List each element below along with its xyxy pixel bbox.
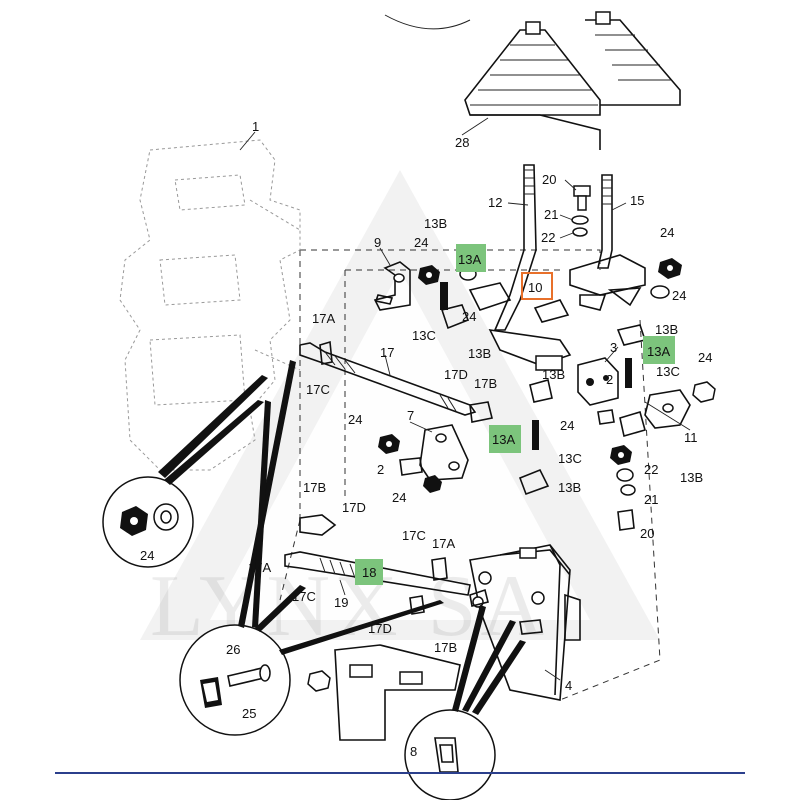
label-17Ba: 17B <box>474 376 497 391</box>
label-24d: 24 <box>462 309 476 324</box>
block-part-3 <box>577 357 619 406</box>
detail-circle-pin-clip <box>179 624 291 736</box>
label-13Ab: 13A <box>647 344 670 359</box>
label-24e: 24 <box>698 350 712 365</box>
label-24h: 24 <box>392 490 406 505</box>
bracket-part-11 <box>644 389 691 429</box>
label-13Ba: 13B <box>424 216 447 231</box>
label-17Cc: 17C <box>292 589 316 604</box>
label-21a: 21 <box>544 207 558 222</box>
clevis-part-17B <box>299 401 493 536</box>
label-17Cb: 17C <box>402 528 426 543</box>
highlight-markers <box>355 244 675 585</box>
label-17Dc: 17D <box>368 621 392 636</box>
callout-labels: 1 28 12 20 21 22 15 24 24 13B 24 9 13A 1… <box>140 119 712 759</box>
label-24b: 24 <box>672 288 686 303</box>
label-13Aa: 13A <box>458 252 481 267</box>
detail-circle-nut-washer <box>102 476 194 568</box>
label-17Ca: 17C <box>306 382 330 397</box>
label-24a: 24 <box>660 225 674 240</box>
label-15: 15 <box>630 193 644 208</box>
label-13Bd: 13B <box>655 322 678 337</box>
label-2b: 2 <box>377 462 384 477</box>
housing-ghost-outline <box>279 249 661 701</box>
label-17Ab: 17A <box>432 536 455 551</box>
label-8: 8 <box>410 744 417 759</box>
label-17Aa: 17A <box>312 311 335 326</box>
label-19: 19 <box>334 595 348 610</box>
mounting-plate-part-4 <box>469 544 581 701</box>
bracket-part-7 <box>419 424 469 481</box>
label-25: 25 <box>242 706 256 721</box>
label-13Ac: 13A <box>492 432 515 447</box>
label-4: 4 <box>565 678 572 693</box>
nuts-and-bushings <box>307 185 716 692</box>
shift-lever-part-15 <box>569 174 646 311</box>
label-7: 7 <box>407 408 414 423</box>
callout-leaders <box>239 117 691 681</box>
label-24f: 24 <box>560 418 574 433</box>
label-3: 3 <box>610 340 617 355</box>
label-13Be: 13B <box>680 470 703 485</box>
label-2a: 2 <box>606 372 613 387</box>
rubber-boot-part-28 <box>384 11 681 150</box>
label-13Cc: 13C <box>558 451 582 466</box>
bracket-part-9 <box>373 261 411 311</box>
label-17Ac: 17A <box>248 560 271 575</box>
label-12: 12 <box>488 195 502 210</box>
label-26: 26 <box>226 642 240 657</box>
label-10: 10 <box>528 280 542 295</box>
label-13Bc: 13B <box>542 367 565 382</box>
label-24i: 24 <box>140 548 154 563</box>
label-20b: 20 <box>640 526 654 541</box>
label-22b: 22 <box>644 462 658 477</box>
label-22a: 22 <box>541 230 555 245</box>
label-24c: 24 <box>414 235 428 250</box>
label-17Da: 17D <box>444 367 468 382</box>
label-9: 9 <box>374 235 381 250</box>
label-24g: 24 <box>348 412 362 427</box>
label-1: 1 <box>252 119 259 134</box>
label-21b: 21 <box>644 492 658 507</box>
label-17Bb: 17B <box>303 480 326 495</box>
label-20a: 20 <box>542 172 556 187</box>
label-17: 17 <box>380 345 394 360</box>
bottom-plate <box>334 644 461 741</box>
detail-circle-clip-8 <box>404 709 496 800</box>
label-13Cb: 13C <box>656 364 680 379</box>
label-17Db: 17D <box>342 500 366 515</box>
label-13Bb: 13B <box>468 346 491 361</box>
shift-lever-part-12 <box>488 164 572 371</box>
rod-part-17 <box>299 342 477 416</box>
label-28: 28 <box>455 135 469 150</box>
label-11: 11 <box>684 430 698 445</box>
rod-part-19 <box>284 551 471 596</box>
label-17Bc: 17B <box>434 640 457 655</box>
label-13Bf: 13B <box>558 480 581 495</box>
label-13Ca: 13C <box>412 328 436 343</box>
valve-block-part-1 <box>119 139 301 471</box>
detail-leader-wedges <box>158 360 526 715</box>
label-18: 18 <box>362 565 376 580</box>
